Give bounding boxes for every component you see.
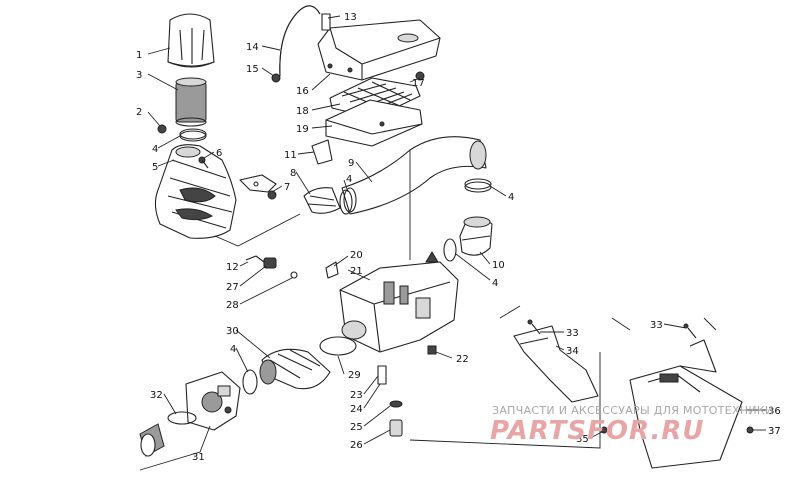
part-4-clamp-e — [242, 369, 258, 395]
part-33-bolt-left — [527, 319, 541, 335]
callout-23: 23 — [350, 390, 363, 401]
part-3-filter-element — [175, 77, 207, 127]
callout-11: 11 — [284, 150, 297, 161]
callout-21: 21 — [350, 266, 363, 277]
leader-lines — [147, 15, 766, 445]
callout-33b: 33 — [650, 320, 663, 331]
callout-labels: 1 2 3 4 4 4 4 4 5 6 7 8 9 10 11 12 13 14… — [136, 12, 781, 463]
part-30-intake-boot — [259, 348, 331, 390]
callout-4c: 4 — [508, 192, 514, 203]
callout-10: 10 — [492, 260, 505, 271]
callout-7: 7 — [284, 182, 290, 193]
callout-32: 32 — [150, 390, 163, 401]
part-25-clamp — [389, 400, 403, 408]
part-6-screw — [198, 156, 209, 169]
part-21-airbox-body — [339, 251, 459, 353]
part-20-clip — [325, 261, 339, 279]
part-8-boot — [303, 187, 341, 214]
callout-16: 16 — [296, 86, 309, 97]
part-36-shield — [629, 339, 743, 469]
callout-25: 25 — [350, 422, 363, 433]
callout-36: 36 — [768, 406, 781, 417]
callout-9: 9 — [348, 158, 354, 169]
watermark-caption: ЗАПЧАСТИ И АКСЕССУАРЫ ДЛЯ МОТОТЕХНИКИ — [492, 404, 774, 417]
callout-20: 20 — [350, 250, 363, 261]
callout-22: 22 — [456, 354, 469, 365]
part-14-breather-hose — [279, 5, 321, 77]
part-11-clip — [311, 139, 333, 165]
part-27-sensor — [263, 257, 277, 269]
callout-5: 5 — [152, 162, 158, 173]
part-34-bracket — [513, 325, 599, 403]
callout-3: 3 — [136, 70, 142, 81]
callout-31: 31 — [192, 452, 205, 463]
callout-24: 24 — [350, 404, 363, 415]
part-28-grommet — [290, 271, 298, 279]
assembly-outline-upper — [214, 150, 717, 449]
part-4-clamp-b — [343, 187, 357, 213]
callout-4e: 4 — [230, 344, 236, 355]
callout-30: 30 — [226, 326, 239, 337]
part-7-bracket — [239, 174, 277, 200]
callout-17: 17 — [412, 78, 425, 89]
part-29-clamp — [319, 336, 357, 356]
assembly-outline-lower — [139, 425, 211, 471]
callout-27: 27 — [226, 282, 239, 293]
callout-2: 2 — [136, 107, 142, 118]
callout-8: 8 — [290, 168, 296, 179]
callout-4d: 4 — [492, 278, 498, 289]
callout-28: 28 — [226, 300, 239, 311]
part-23-tube — [377, 365, 387, 385]
callout-4a: 4 — [152, 144, 158, 155]
callout-26: 26 — [350, 440, 363, 451]
callout-35: 35 — [576, 434, 589, 445]
throttle-body — [185, 371, 241, 431]
callout-13: 13 — [344, 12, 357, 23]
callout-29: 29 — [348, 370, 361, 381]
callout-15: 15 — [246, 64, 259, 75]
callout-37: 37 — [768, 426, 781, 437]
callout-6: 6 — [216, 148, 222, 159]
callout-12: 12 — [226, 262, 239, 273]
watermark-logo: PARTSFOR.RU — [490, 416, 705, 446]
part-35-nut — [600, 426, 608, 434]
callout-33a: 33 — [566, 328, 579, 339]
part-10-elbow — [459, 216, 493, 256]
part-32-clamp — [167, 411, 197, 425]
part-4-clamp-a — [179, 128, 207, 142]
part-9-intake-duct — [339, 136, 487, 215]
callout-1: 1 — [136, 50, 142, 61]
part-1-prefilter-cover — [167, 13, 215, 68]
part-33-bolt-right — [683, 323, 697, 339]
callout-19: 19 — [296, 124, 309, 135]
part-17-nut — [415, 71, 425, 81]
callout-34: 34 — [566, 346, 579, 357]
callout-18: 18 — [296, 106, 309, 117]
part-13-hose-fitting — [321, 13, 331, 31]
part-26-plug — [389, 419, 403, 437]
callout-4b: 4 — [346, 174, 352, 185]
part-12-wire — [245, 255, 265, 263]
part-16-airbox-lid — [317, 19, 441, 81]
part-31-coupler — [139, 423, 165, 457]
callout-14: 14 — [246, 42, 259, 53]
part-4-clamp-d — [443, 238, 457, 262]
part-19-filter-tray — [325, 99, 423, 147]
part-22-screw — [427, 345, 437, 355]
part-5-intake-housing — [154, 144, 237, 239]
part-4-clamp-c — [464, 178, 492, 193]
part-2-nut — [157, 124, 167, 134]
